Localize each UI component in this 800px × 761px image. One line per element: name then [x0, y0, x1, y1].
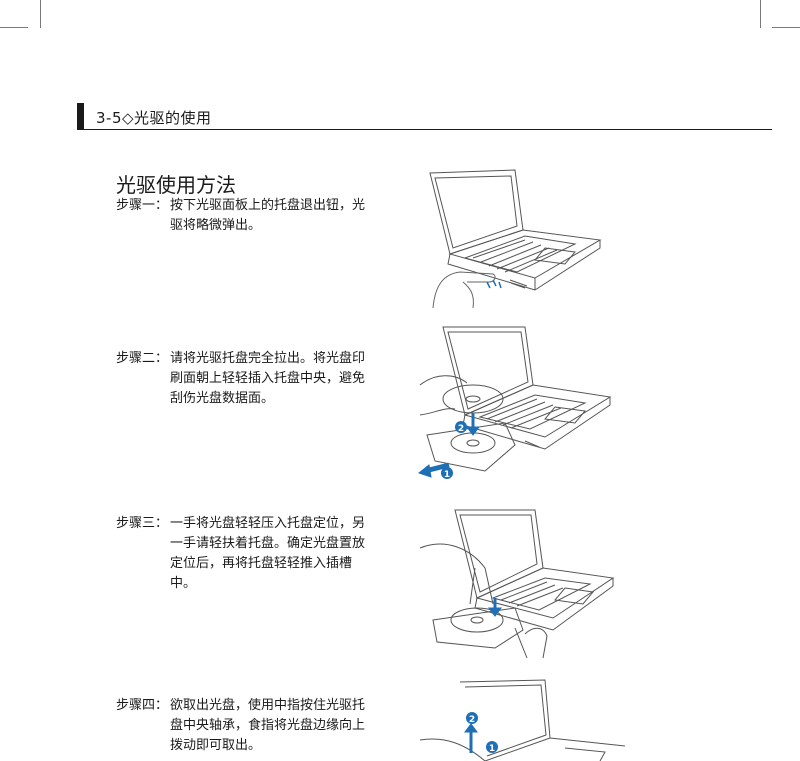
callout-number: 1: [489, 744, 495, 754]
step-label: 步骤三：: [116, 516, 169, 531]
header-rule: [77, 129, 772, 130]
laptop-eject-illustration: [429, 169, 602, 309]
callout-1-badge: [441, 467, 453, 479]
step-text: 欲取出光盘，使用中指按住光驱托盘中央轴承，食指将光盘边缘向上拨动即可取出。: [170, 698, 366, 753]
callout-2-badge: [455, 421, 467, 433]
remove-disc-illustration: 2 1: [419, 679, 626, 761]
callout-number: 2: [458, 424, 464, 434]
page-header-title: 3-5◇光驱的使用: [96, 109, 212, 127]
push-tray-illustration: [419, 509, 615, 659]
step-label: 步骤一：: [116, 198, 169, 213]
crop-mark: [760, 0, 761, 28]
crop-mark: [772, 27, 800, 28]
callout-1-badge: [486, 741, 498, 753]
callout-number: 2: [469, 715, 475, 725]
header-bar: [77, 103, 84, 130]
step-text: 按下光驱面板上的托盘退出钮，光驱将略微弹出。: [170, 198, 366, 233]
callout-number: 1: [444, 470, 450, 480]
section-title: 光驱使用方法: [116, 173, 236, 197]
callout-2-badge: [466, 712, 478, 724]
crop-mark: [0, 27, 28, 28]
step-text: 请将光驱托盘完全拉出。将光盘印刷面朝上轻轻插入托盘中央，避免刮伤光盘数据面。: [170, 351, 366, 406]
crop-mark: [40, 0, 41, 28]
step-label: 步骤四：: [116, 698, 169, 713]
step-label: 步骤二：: [116, 351, 169, 366]
insert-disc-illustration: 2 1: [417, 326, 612, 480]
step-text: 一手将光盘轻轻压入托盘定位，另一手请轻扶着托盘。确定光盘置放定位后，再将托盘轻轻…: [170, 516, 366, 591]
